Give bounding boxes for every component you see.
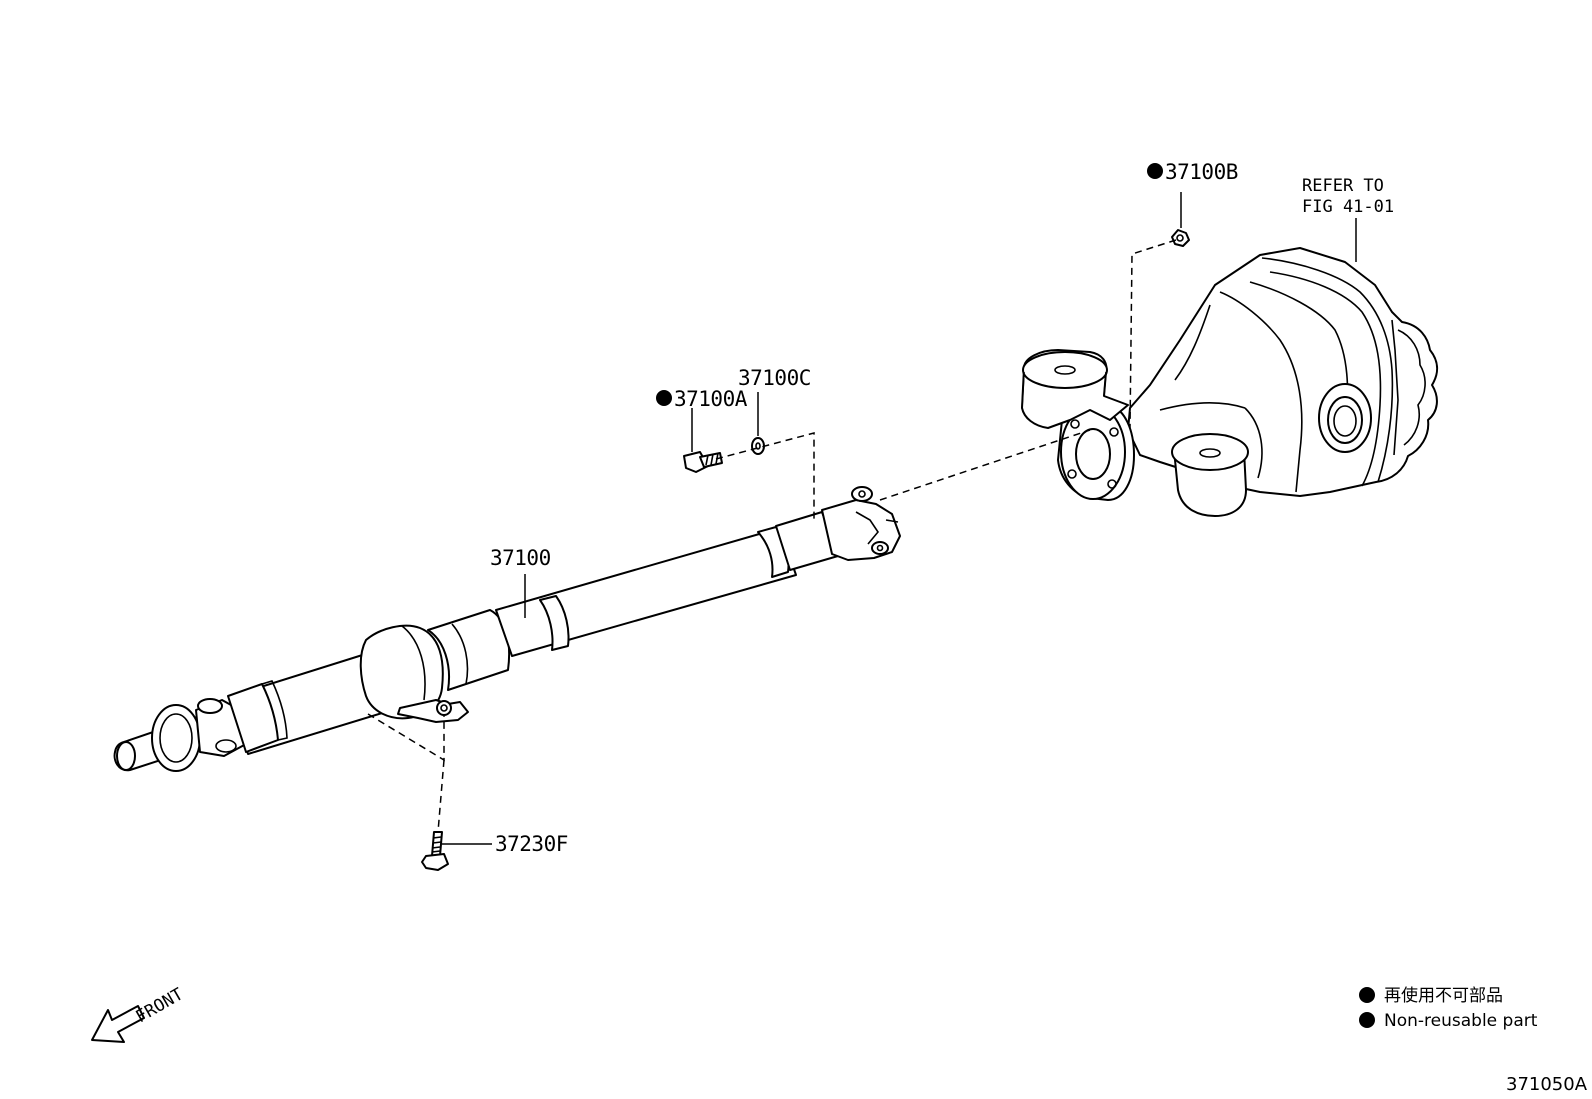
bracket-bolt-37230f: [421, 831, 492, 871]
non-reusable-bullet-icon: [1359, 1012, 1375, 1028]
lock-nut-37100b: [1171, 192, 1190, 247]
front-arrow-icon: [91, 1005, 145, 1043]
washer-37100c: [751, 392, 765, 455]
label-37100b: 37100B: [1147, 160, 1238, 184]
assembly-guide-lines: [367, 239, 1177, 833]
legend-japanese-text: 再使用不可部品: [1384, 985, 1503, 1006]
refer-figure-text: FIG 41-01: [1302, 197, 1394, 217]
non-reusable-marker-icon: [1147, 163, 1163, 179]
refer-to-text: REFER TO: [1302, 176, 1384, 196]
part-number-37100: 37100: [490, 546, 551, 570]
part-number-37100b: 37100B: [1165, 160, 1238, 184]
front-direction-indicator: FRONT: [91, 984, 187, 1043]
legend: 再使用不可部品 Non-reusable part: [1359, 985, 1538, 1031]
figure-code: 371050A: [1506, 1074, 1588, 1095]
non-reusable-bullet-icon: [1359, 987, 1375, 1003]
front-label: FRONT: [133, 984, 187, 1027]
propeller-shaft-assembly: [113, 486, 901, 772]
part-number-37100a: 37100A: [674, 387, 748, 411]
non-reusable-marker-icon: [656, 390, 672, 406]
label-37100a: 37100A: [656, 387, 748, 411]
flange-bolt-37100a: [683, 408, 723, 473]
rear-differential-housing: [1021, 247, 1438, 517]
legend-english-text: Non-reusable part: [1384, 1011, 1538, 1031]
part-number-37230f: 37230F: [495, 832, 568, 856]
part-number-37100c: 37100C: [738, 366, 811, 390]
